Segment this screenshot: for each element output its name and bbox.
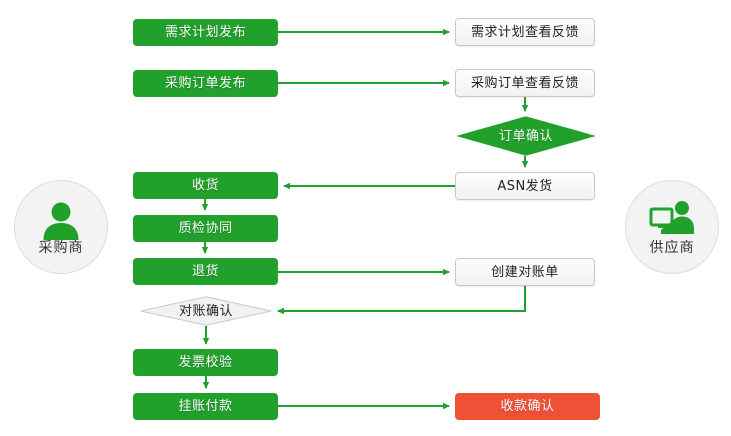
actor-supplier-label: 供应商 [649,239,695,256]
node-label: 订单确认 [498,128,553,144]
node-payment_posting[interactable]: 挂账付款 [133,393,278,420]
diamond-shape [457,116,595,156]
person-icon [38,200,84,240]
node-label: 需求计划查看反馈 [470,24,579,40]
actor-buyer[interactable]: 采购商 [14,180,108,274]
node-demand_plan_feedback[interactable]: 需求计划查看反馈 [455,18,595,46]
node-po_publish[interactable]: 采购订单发布 [133,70,278,97]
node-label: 需求计划发布 [164,25,246,40]
actor-buyer-label: 采购商 [38,239,84,256]
node-label: ASN发货 [497,178,553,194]
node-receive_goods[interactable]: 收货 [133,172,278,199]
node-label: 收货 [191,178,219,193]
node-label: 采购订单发布 [164,76,246,91]
node-return_goods[interactable]: 退货 [133,258,278,285]
node-statement_confirm[interactable]: 对账确认 [140,296,272,326]
node-label: 采购订单查看反馈 [470,75,579,91]
node-create_statement[interactable]: 创建对账单 [455,258,595,286]
node-label: 退货 [191,264,219,279]
node-label: 对账确认 [178,303,233,319]
actor-supplier[interactable]: 供应商 [625,180,719,274]
node-po_feedback[interactable]: 采购订单查看反馈 [455,69,595,97]
node-invoice_check[interactable]: 发票校验 [133,349,278,376]
person-at-computer-icon [649,200,695,240]
node-label: 发票校验 [178,355,233,370]
node-order_confirm[interactable]: 订单确认 [457,116,595,156]
edge-create_statement-to-statement_confirm [277,286,526,315]
node-label: 收款确认 [500,399,555,414]
node-label: 创建对账单 [491,264,559,280]
node-label: 挂账付款 [178,399,233,414]
node-receipt_confirm[interactable]: 收款确认 [455,393,600,420]
diamond-shape [140,296,272,326]
node-qc_collab[interactable]: 质检协同 [133,215,278,242]
node-asn_ship[interactable]: ASN发货 [455,172,595,200]
node-demand_plan_publish[interactable]: 需求计划发布 [133,19,278,46]
node-label: 质检协同 [178,221,233,236]
